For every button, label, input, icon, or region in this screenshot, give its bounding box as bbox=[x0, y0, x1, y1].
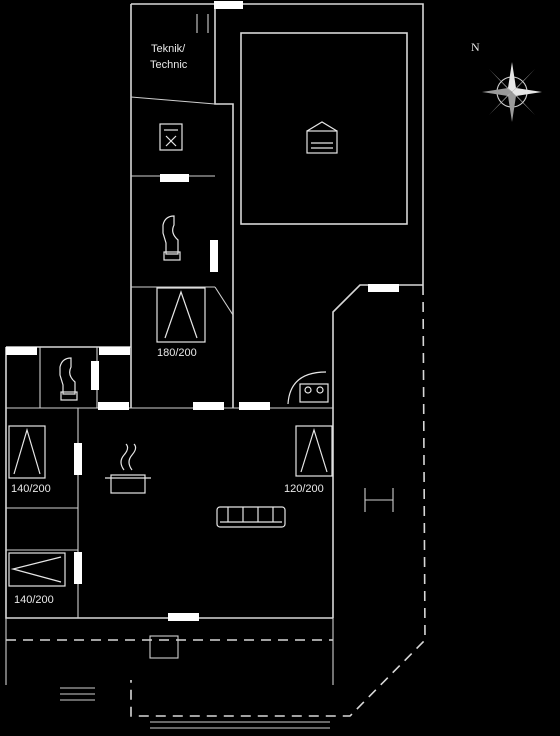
interior-walls bbox=[6, 96, 333, 618]
bed-size-label-120: 120/200 bbox=[284, 483, 324, 495]
technic-room-label-line1: Teknik/ bbox=[151, 43, 186, 55]
shower-icon bbox=[159, 123, 183, 151]
door-terrace bbox=[168, 613, 199, 621]
terrace-outline bbox=[5, 284, 426, 717]
pool-area bbox=[240, 32, 408, 225]
technic-room-label-line2: Technic bbox=[150, 59, 188, 71]
toilet-icon bbox=[162, 215, 181, 261]
sofa-icon bbox=[216, 506, 286, 528]
chimney bbox=[196, 14, 209, 33]
outdoor-box bbox=[149, 635, 179, 659]
bed-icon bbox=[156, 287, 206, 343]
door-room-a bbox=[6, 347, 37, 355]
door-room-b bbox=[99, 347, 130, 355]
door-hall bbox=[210, 240, 218, 272]
terrace-gate bbox=[364, 488, 394, 512]
whirlpool-icon bbox=[287, 371, 329, 405]
bed-size-label-140-a: 140/200 bbox=[11, 483, 51, 495]
north-label: N bbox=[471, 40, 480, 54]
compass-icon bbox=[482, 62, 542, 122]
bed-icon bbox=[8, 425, 46, 479]
door-wc bbox=[91, 361, 99, 390]
door-living-a bbox=[98, 402, 129, 410]
door-top bbox=[214, 1, 243, 9]
door-living-c bbox=[239, 402, 270, 410]
bed-icon bbox=[8, 552, 66, 587]
door-living-b bbox=[193, 402, 224, 410]
door-bedroom-2 bbox=[74, 552, 82, 584]
door-bath bbox=[160, 174, 189, 182]
doors bbox=[6, 1, 399, 621]
exterior-walls bbox=[5, 3, 424, 619]
bed-size-label-140-b: 140/200 bbox=[14, 594, 54, 606]
bed-icon bbox=[295, 425, 333, 477]
steps bbox=[60, 687, 330, 729]
bed-size-label-180: 180/200 bbox=[157, 347, 197, 359]
door-annex bbox=[368, 284, 399, 292]
sauna-icon bbox=[306, 121, 338, 154]
door-bedroom-1 bbox=[74, 443, 82, 475]
stove-icon bbox=[105, 443, 151, 494]
toilet-icon bbox=[59, 357, 78, 401]
